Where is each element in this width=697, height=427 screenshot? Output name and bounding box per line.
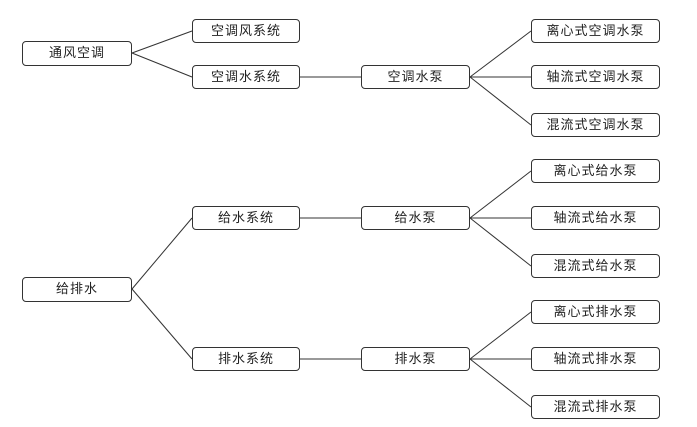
node-supply-pump: 给水泵: [361, 206, 470, 230]
edge-drain-pump-to-centrifugal: [469, 311, 532, 360]
node-supply-axial-pump: 轴流式给水泵: [531, 206, 660, 230]
node-ac-centrifugal-pump: 离心式空调水泵: [531, 19, 660, 43]
edge-supply-pump-to-centrifugal: [469, 170, 532, 219]
node-supply-centrifugal-pump: 离心式给水泵: [531, 159, 660, 183]
edge-plumb-to-drain: [131, 288, 193, 360]
node-ac-air-system: 空调风系统: [192, 19, 300, 43]
node-hvac: 通风空调: [22, 41, 132, 66]
edge-drain-pump-to-mixed: [469, 358, 532, 408]
node-drain-axial-pump: 轴流式排水泵: [531, 347, 660, 371]
edge-pump-to-centrifugal: [469, 30, 532, 78]
edge-pump-to-mixed: [469, 76, 532, 126]
node-ac-mixed-flow-pump: 混流式空调水泵: [531, 113, 660, 137]
node-drain-pump: 排水泵: [361, 347, 470, 371]
edge-plumb-to-supply: [131, 217, 193, 290]
node-drain-mixed-flow-pump: 混流式排水泵: [531, 395, 660, 419]
edge-hvac-to-water: [131, 52, 193, 78]
edge-supply-pump-to-mixed: [469, 217, 532, 267]
node-ac-water-system: 空调水系统: [192, 65, 300, 89]
node-ac-water-pump: 空调水泵: [361, 65, 470, 89]
node-ac-axial-pump: 轴流式空调水泵: [531, 65, 660, 89]
node-drain-centrifugal-pump: 离心式排水泵: [531, 300, 660, 324]
node-water-supply-system: 给水系统: [192, 206, 300, 230]
node-plumbing: 给排水: [22, 277, 132, 302]
node-supply-mixed-flow-pump: 混流式给水泵: [531, 254, 660, 278]
node-drainage-system: 排水系统: [192, 347, 300, 371]
edge-hvac-to-air: [131, 30, 193, 54]
